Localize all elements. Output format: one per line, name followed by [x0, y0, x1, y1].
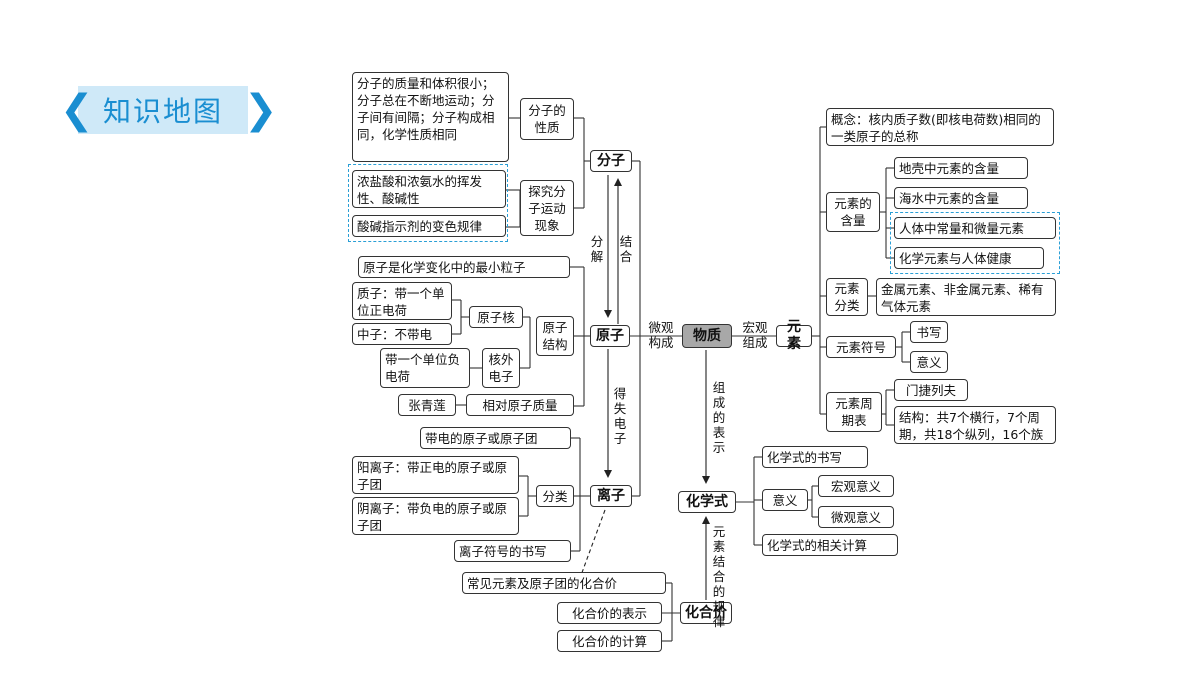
periodic-structure-node: 结构：共7个横行，7个周期，共18个纵列，16个族: [894, 406, 1056, 444]
exp-indicator-node: 酸碱指示剂的变色规律: [352, 215, 506, 237]
element-classify-node: 元素分类: [826, 278, 868, 316]
health-node: 化学元素与人体健康: [894, 247, 1044, 269]
element-symbol-node: 元素符号: [826, 336, 896, 358]
combination-rule-label: 元素结合的规律: [712, 524, 726, 629]
sea-content-node: 海水中元素的含量: [894, 187, 1028, 209]
molecule-properties-node: 分子的性质: [520, 98, 574, 140]
element-classes-node: 金属元素、非金属元素、稀有气体元素: [876, 278, 1056, 316]
electron-charge-node: 带一个单位负电荷: [380, 348, 470, 388]
symbol-meaning-node: 意义: [910, 351, 948, 373]
scientist-node: 张青莲: [398, 394, 456, 416]
representation-label: 组成的表示: [712, 380, 726, 455]
macro-meaning-node: 宏观意义: [818, 475, 894, 497]
combine-label: 结合: [619, 234, 633, 264]
micro-composition-label: 微观构成: [648, 320, 674, 350]
molecule-motion-exp-node: 探究分子运动现象: [520, 180, 574, 236]
micro-meaning-node: 微观意义: [818, 506, 894, 528]
formula-meaning-node: 意义: [762, 489, 808, 511]
exp-dashed-frame: [348, 164, 508, 242]
matter-node: 物质: [682, 324, 732, 348]
anion-node: 阴离子：带负电的原子或原子团: [352, 497, 519, 535]
atom-structure-node: 原子结构: [536, 316, 574, 356]
decompose-label: 分解: [590, 234, 604, 264]
electron-node: 核外电子: [482, 348, 520, 388]
mendeleev-node: 门捷列夫: [894, 379, 968, 401]
atom-smallest-node: 原子是化学变化中的最小粒子: [358, 256, 570, 278]
body-elements-node: 人体中常量和微量元素: [894, 217, 1056, 239]
knowledge-map-title-banner: ❮ 知识地图 ❯: [60, 86, 278, 134]
valence-node: 化合价: [680, 602, 732, 624]
valence-calc-node: 化合价的计算: [557, 630, 662, 652]
nucleus-node: 原子核: [469, 306, 523, 328]
symbol-writing-node: 书写: [910, 321, 948, 343]
atom-node: 原子: [590, 325, 630, 347]
gain-lose-electron-label: 得失电子: [613, 386, 627, 446]
ion-symbol-node: 离子符号的书写: [454, 540, 571, 562]
ion-node: 离子: [590, 485, 632, 507]
relative-atomic-mass-node: 相对原子质量: [466, 394, 574, 416]
chemical-formula-node: 化学式: [678, 491, 736, 513]
exp-volatility-node: 浓盐酸和浓氨水的挥发性、酸碱性: [352, 170, 506, 208]
periodic-table-node: 元素周期表: [826, 392, 882, 432]
body-dashed-frame: [890, 212, 1060, 274]
chevron-right-icon: ❯: [244, 87, 278, 133]
formula-writing-node: 化学式的书写: [762, 446, 868, 468]
page-title: 知识地图: [102, 95, 223, 128]
element-concept-node: 概念：核内质子数(即核电荷数)相同的一类原子的总称: [826, 108, 1054, 146]
molecule-node: 分子: [590, 150, 632, 172]
formula-calc-node: 化学式的相关计算: [762, 534, 898, 556]
neutron-node: 中子：不带电: [352, 323, 452, 345]
element-node: 元素: [776, 319, 812, 352]
crust-content-node: 地壳中元素的含量: [894, 157, 1028, 179]
element-content-node: 元素的含量: [826, 192, 880, 232]
proton-node: 质子：带一个单位正电荷: [352, 282, 452, 320]
ion-classify-node: 分类: [536, 485, 574, 507]
cation-node: 阳离子：带正电的原子或原子团: [352, 456, 519, 494]
macro-composition-label: 宏观组成: [742, 320, 768, 350]
common-valence-node: 常见元素及原子团的化合价: [462, 572, 666, 594]
molecule-properties-text: 分子的质量和体积很小；分子总在不断地运动；分子间有间隔；分子构成相同，化学性质相…: [352, 72, 509, 162]
valence-expression-node: 化合价的表示: [557, 602, 662, 624]
ion-definition-node: 带电的原子或原子团: [420, 427, 571, 449]
chevron-left-icon: ❮: [60, 87, 94, 133]
